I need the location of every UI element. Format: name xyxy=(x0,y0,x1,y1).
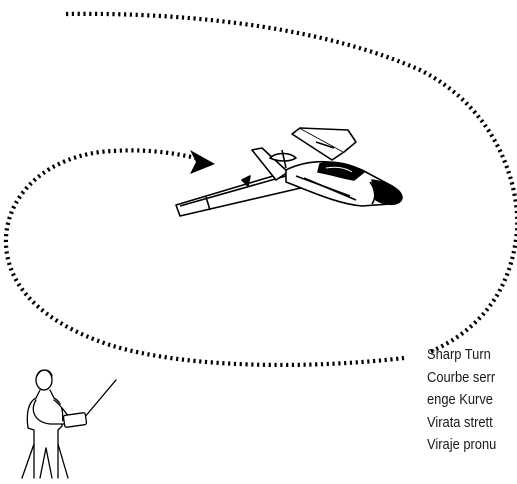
caption-line-fr: Courbe serr xyxy=(427,367,504,390)
pilot-with-transmitter-icon xyxy=(22,370,116,478)
delta-wing-plane-icon xyxy=(176,128,402,216)
arrowhead-icon xyxy=(190,150,215,174)
maneuver-caption: Sharp Turn Courbe serr enge Kurve Virata… xyxy=(427,344,504,457)
caption-line-de: enge Kurve xyxy=(427,389,504,412)
caption-line-it: Virata strett xyxy=(427,412,504,435)
caption-line-en: Sharp Turn xyxy=(427,344,504,367)
caption-line-es: Viraje pronu xyxy=(427,434,504,457)
